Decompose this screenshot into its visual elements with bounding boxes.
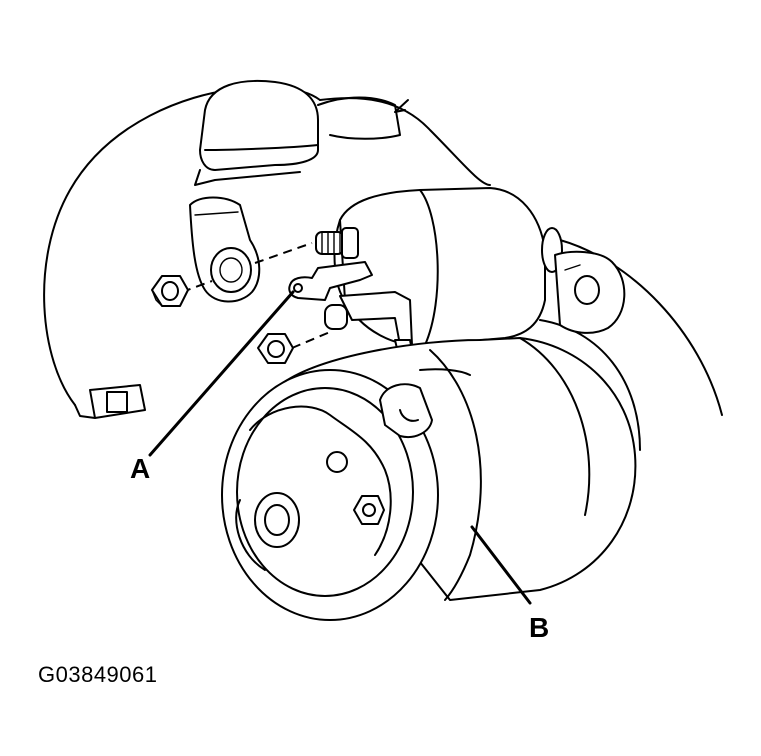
callout-label-a: A <box>130 453 151 484</box>
solenoid <box>333 187 563 347</box>
starter-motor-body <box>221 337 637 621</box>
solenoid-stud-upper <box>315 227 359 259</box>
mounting-ear <box>554 250 626 334</box>
figure-id: G03849061 <box>38 662 158 687</box>
alignment-line-stud <box>254 242 313 264</box>
alignment-line-lower-nut <box>291 331 331 349</box>
callout-label-b: B <box>529 612 550 643</box>
leader-line-b <box>470 525 532 605</box>
leader-line-a <box>148 290 295 457</box>
upper-cover <box>194 79 401 186</box>
wire-connector <box>74 384 146 419</box>
terminal-a-bracket <box>288 261 373 301</box>
upper-hex-nut <box>151 275 189 307</box>
battery-cable-terminal <box>189 196 261 303</box>
lower-hex-nut <box>257 333 294 364</box>
